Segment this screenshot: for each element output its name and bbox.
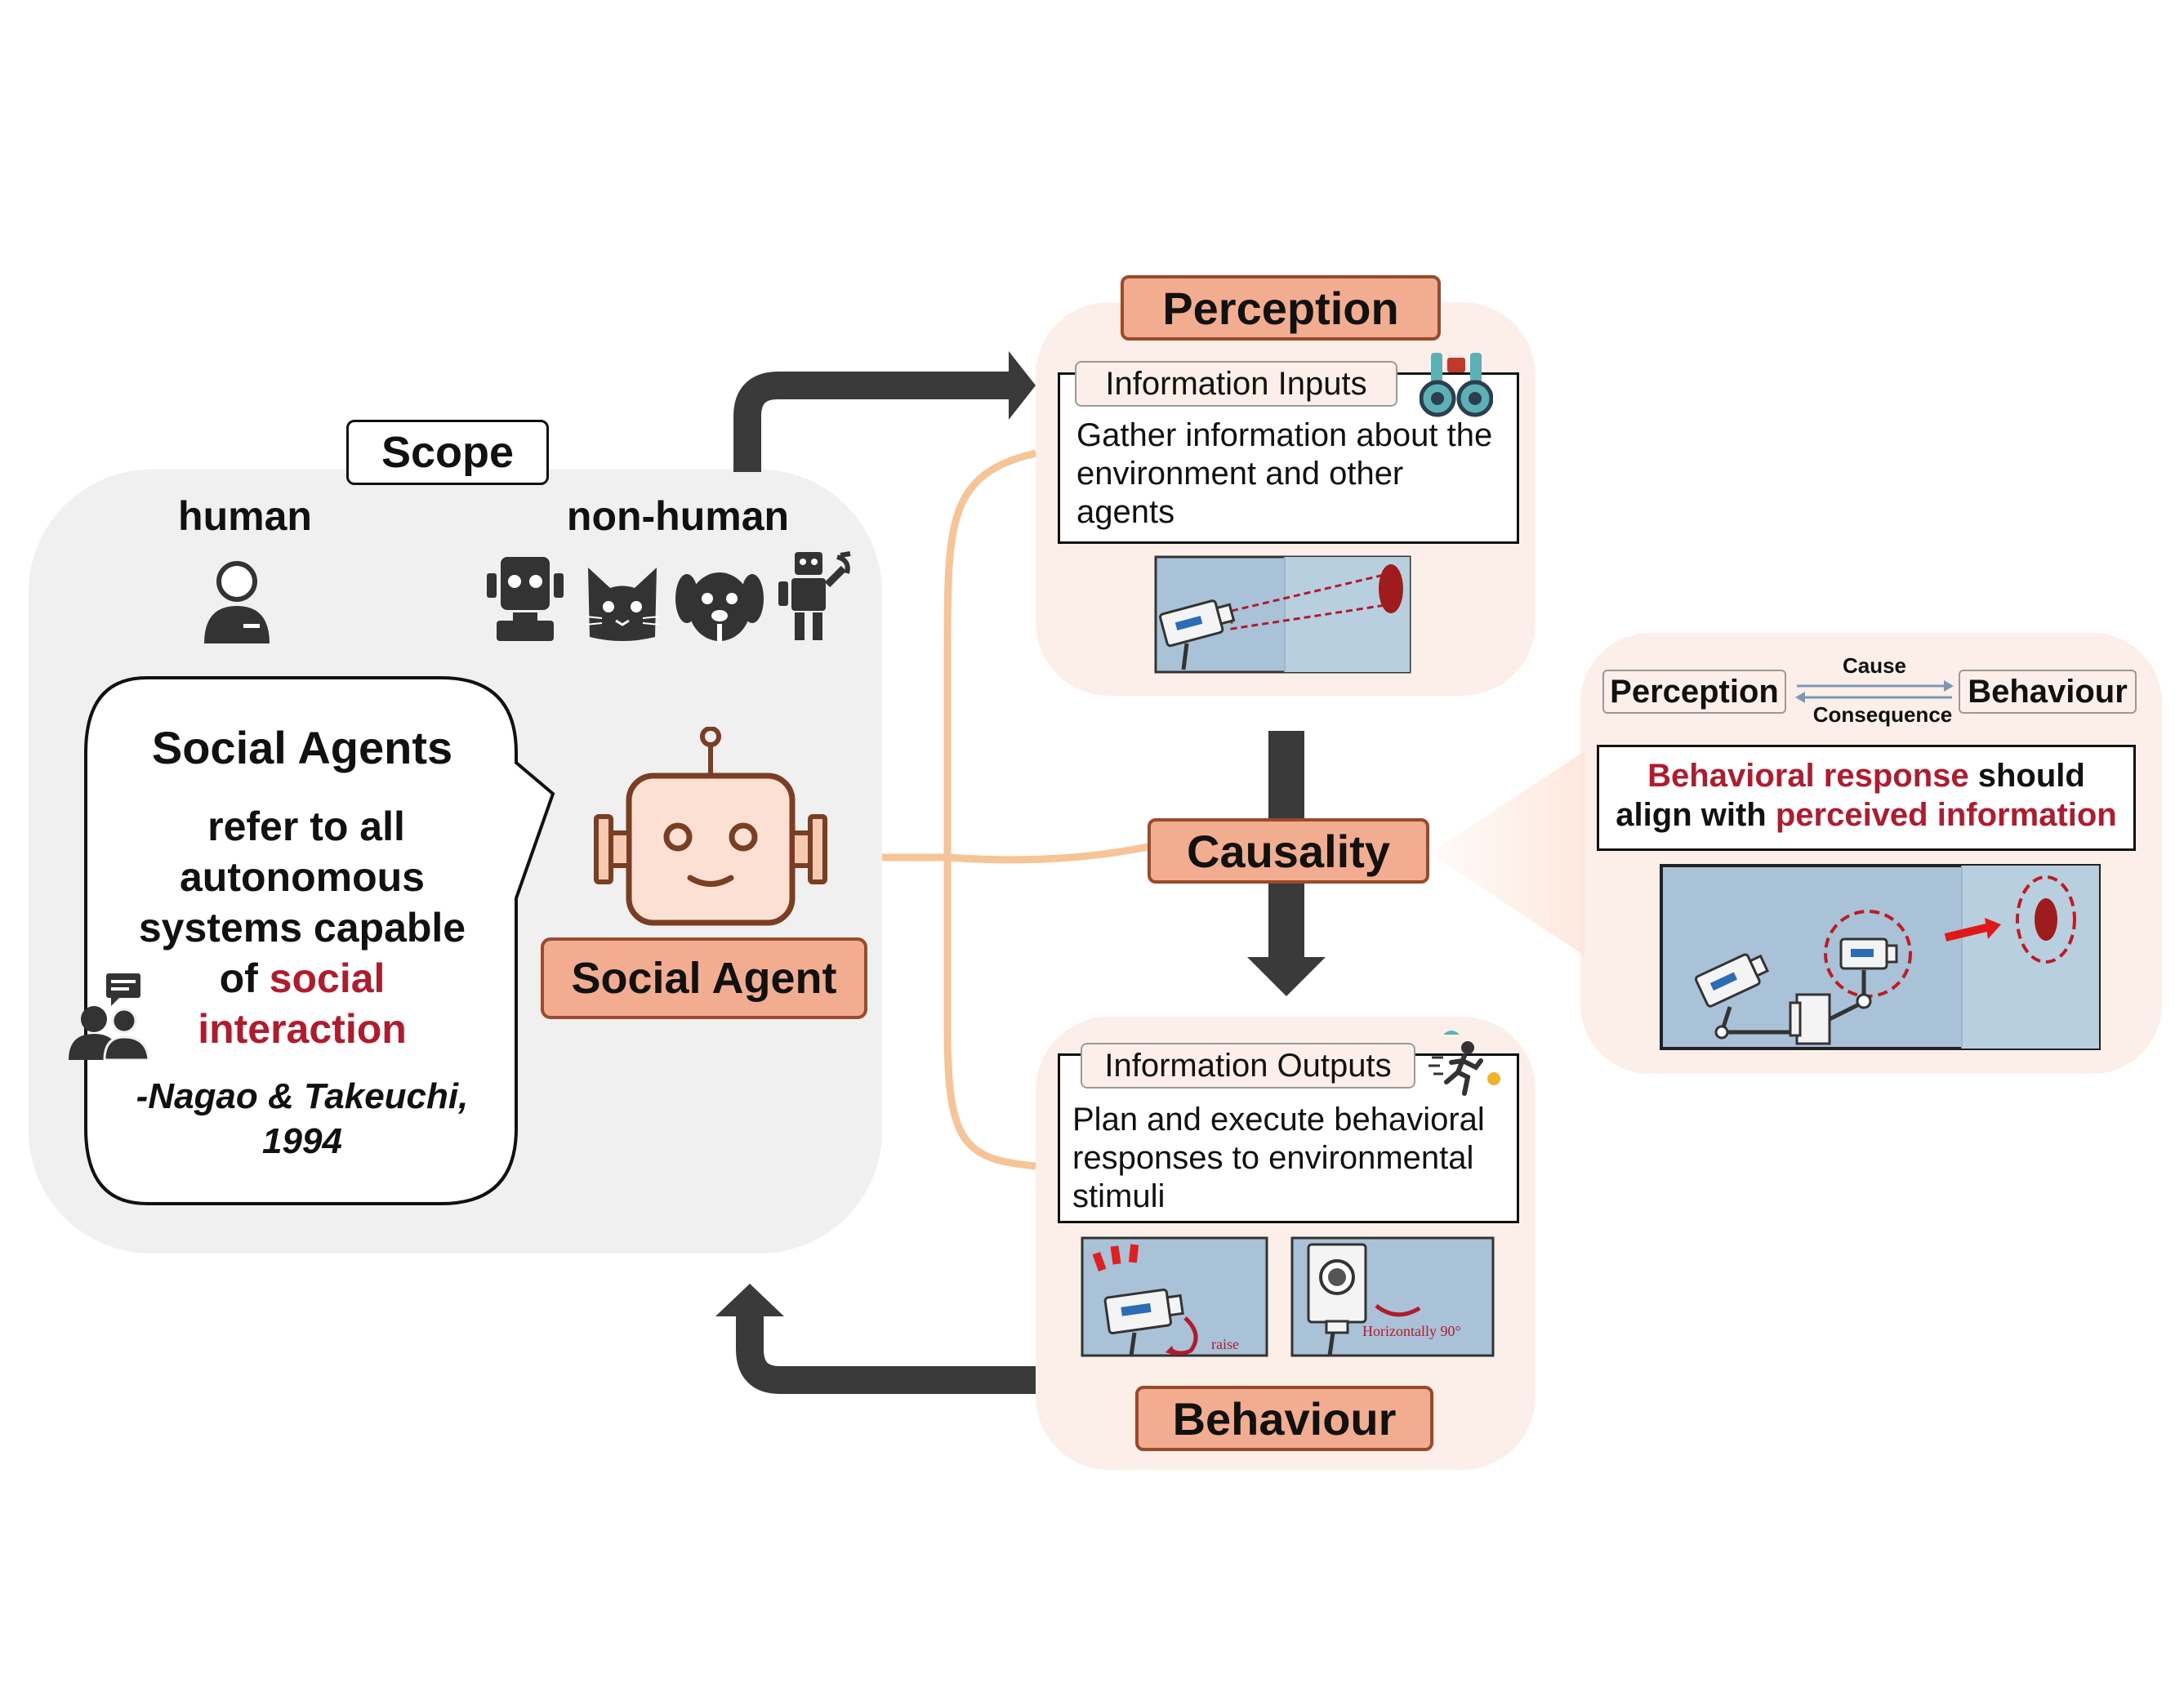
dog-icon xyxy=(675,572,764,643)
perception-scene xyxy=(1154,555,1411,674)
definition-social: social xyxy=(269,955,386,1001)
cause-consequence-arrows xyxy=(1795,680,1954,703)
human-label: human xyxy=(178,493,312,539)
statement-red-2: perceived information xyxy=(1775,797,2117,833)
detail-consequence-label: Consequence xyxy=(1812,702,1953,727)
raise-label: raise xyxy=(1211,1336,1239,1352)
nonhuman-label: non-human xyxy=(566,493,790,539)
causality-scene xyxy=(1660,864,2101,1050)
definition-interaction: interaction xyxy=(198,1006,407,1052)
horizontal-label: Horizontally 90° xyxy=(1362,1323,1461,1339)
robot-arm-icon xyxy=(778,551,851,640)
social-agent-label: Social Agent xyxy=(541,937,867,1019)
causality-statement-box xyxy=(1597,745,2136,851)
citation-line-2: 1994 xyxy=(262,1121,342,1161)
binoculars-icon xyxy=(1420,353,1493,417)
arrow-behaviour-to-scope-head xyxy=(715,1284,784,1316)
social-agent-robot-icon xyxy=(594,727,827,926)
definition-line-3: systems capable xyxy=(138,905,466,951)
information-outputs-text: Plan and execute behavioral responses to… xyxy=(1072,1102,1485,1214)
statement-2: align with xyxy=(1616,797,1776,833)
statement-1: should xyxy=(1968,758,2085,794)
behaviour-title: Behaviour xyxy=(1135,1386,1433,1451)
detail-perception-label: Perception xyxy=(1602,670,1786,714)
cat-icon xyxy=(585,568,660,641)
information-inputs-label: Information Inputs xyxy=(1075,361,1397,407)
causality-title: Causality xyxy=(1148,818,1429,884)
robot-head-icon xyxy=(487,557,564,641)
definition-bubble xyxy=(84,676,555,1205)
bubble-title: Social Agents xyxy=(151,722,453,773)
people-chat-icon xyxy=(69,973,150,1060)
definition-of: of xyxy=(219,955,270,1001)
causality-callout-cone xyxy=(1429,751,1585,955)
citation-line-1: -Nagao & Takeuchi, xyxy=(136,1076,469,1116)
arrow-scope-to-perception xyxy=(733,372,1009,472)
causality-statement-line-1: Behavioral response should xyxy=(1597,758,2136,795)
arrow-behaviour-to-scope xyxy=(736,1315,1036,1394)
behaviour-scene-horizontal: Horizontally 90° xyxy=(1290,1236,1495,1357)
person-icon xyxy=(204,561,270,643)
connector-scope-causality xyxy=(882,841,1157,864)
detail-cause-label: Cause xyxy=(1842,653,1907,678)
connector-perception-behaviour xyxy=(943,449,1037,1170)
causality-statement-line-2: align with perceived information xyxy=(1597,797,2136,834)
perception-title: Perception xyxy=(1121,275,1441,341)
definition-line-1: refer to all xyxy=(207,804,405,849)
arrow-scope-to-perception-head xyxy=(1009,351,1036,420)
definition-line-2: autonomous xyxy=(180,854,425,900)
information-inputs-text: Gather information about the environment… xyxy=(1076,417,1493,530)
scope-title: Scope xyxy=(346,420,549,485)
detail-behaviour-label: Behaviour xyxy=(1959,670,2137,714)
arrow-perception-to-behaviour-head xyxy=(1247,957,1326,996)
definition-line-4: of social xyxy=(90,955,515,1002)
statement-red-1: Behavioral response xyxy=(1647,758,1969,794)
behaviour-scene-raise: raise xyxy=(1081,1236,1268,1357)
running-person-icon xyxy=(1429,1031,1500,1096)
information-outputs-label: Information Outputs xyxy=(1081,1043,1415,1089)
